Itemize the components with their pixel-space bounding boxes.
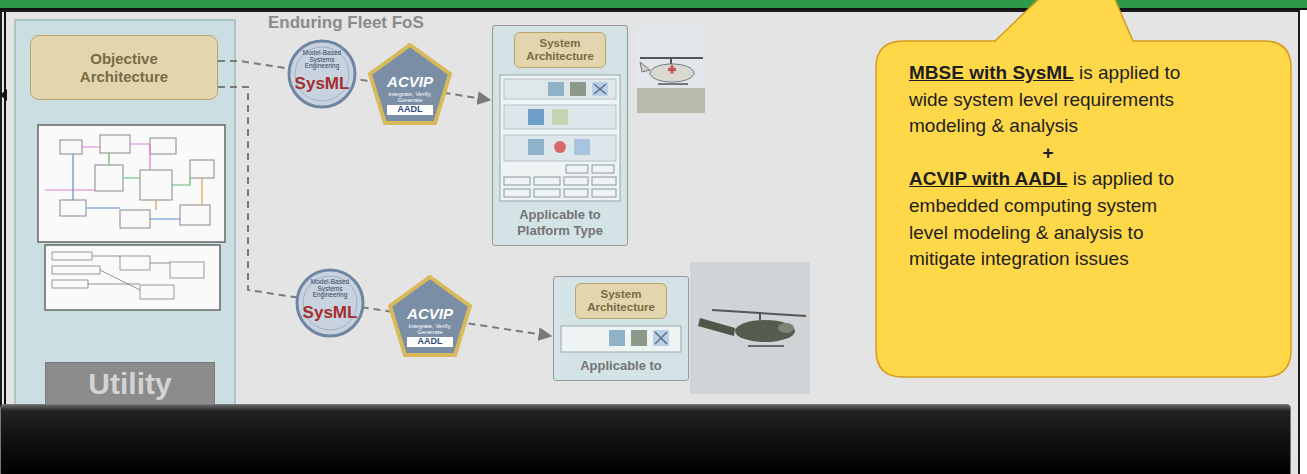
badge-text: ACVIP [380, 74, 440, 90]
helicopter-photo [690, 262, 810, 394]
architecture-art [559, 324, 683, 354]
box-note: Applicable to [559, 358, 683, 374]
badge-text: Integrate, Verify, Generate [382, 91, 438, 104]
system-architecture-box: System ArchitectureApplicable to Platfor… [492, 25, 628, 246]
sysml-badge [289, 41, 355, 107]
badge-text: ACVIP [400, 306, 460, 322]
callout-lead: MBSE with SysML [909, 62, 1074, 83]
badge-text: SysML [292, 75, 352, 93]
acvip-badge [370, 45, 450, 123]
callout-paragraph: ACVIP with AADLis applied to embedded co… [909, 166, 1187, 272]
badge-text: Integrate, Verify, Generate [402, 323, 458, 336]
badge-text: Model-Based Systems Engineering [307, 279, 353, 299]
system-architecture-box: System ArchitectureApplicable to [553, 276, 689, 381]
badge-text: AADL [407, 337, 453, 346]
badge-text: AADL [387, 105, 433, 114]
callout-text: MBSE with SysMLis applied to wide system… [909, 40, 1187, 273]
callout-lead: ACVIP with AADL [909, 168, 1067, 189]
objective-box: Objective Architecture [30, 35, 218, 100]
box-heading: System Architecture [514, 32, 606, 68]
callout-bubble: MBSE with SysMLis applied to wide system… [875, 40, 1292, 378]
box-note: Applicable to Platform Type [498, 207, 622, 238]
box-label: Objective Architecture [59, 50, 189, 86]
objective-diagram [38, 125, 225, 310]
panel-ground [0, 10, 1300, 474]
panel-heading: Enduring Fleet FoS [268, 13, 424, 33]
architecture-art [498, 73, 622, 203]
architecture-sketch [498, 73, 622, 203]
badge-text: Model-Based Systems Engineering [299, 50, 345, 70]
plus-sign: + [1042, 142, 1053, 163]
dark-banner [0, 404, 1291, 474]
callout-paragraph: MBSE with SysMLis applied to wide system… [909, 60, 1187, 140]
helicopter-photo [637, 25, 705, 113]
acvip-badge [390, 277, 470, 355]
box-label: Utility [46, 369, 214, 399]
callout-paragraph: + [909, 140, 1187, 167]
box-heading: System Architecture [575, 283, 667, 319]
architecture-sketch [559, 324, 683, 354]
sysml-badge [297, 270, 363, 336]
badge-text: SysML [300, 304, 360, 322]
